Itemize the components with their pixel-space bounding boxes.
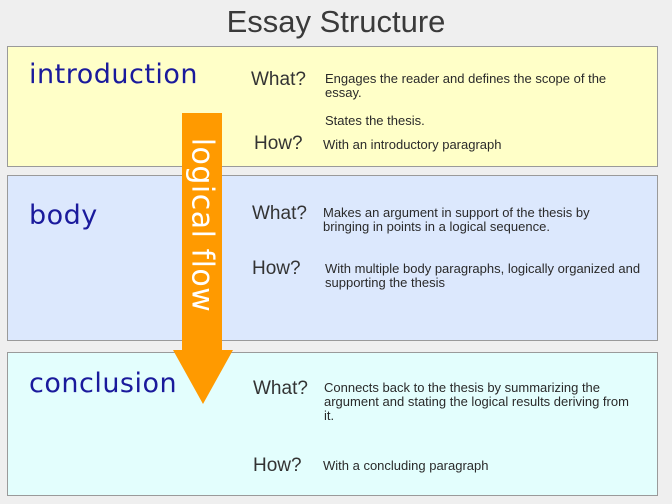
introduction-heading: introduction (29, 59, 199, 90)
introduction-what-text-2: States the thesis. (325, 113, 425, 128)
conclusion-how-label: How? (253, 455, 302, 476)
introduction-how-text: With an introductory paragraph (323, 137, 502, 152)
introduction-section: introduction What? Engages the reader an… (7, 46, 658, 167)
body-what-label: What? (252, 203, 307, 224)
conclusion-section: conclusion What? Connects back to the th… (7, 352, 658, 496)
introduction-what-text: Engages the reader and defines the scope… (325, 71, 607, 100)
logical-flow-label: logical flow (184, 137, 220, 313)
conclusion-heading: conclusion (29, 368, 178, 399)
body-heading: body (29, 200, 98, 231)
conclusion-what-label: What? (253, 378, 308, 399)
introduction-what-label: What? (251, 69, 306, 90)
conclusion-how-text: With a concluding paragraph (323, 458, 489, 473)
body-how-label: How? (252, 258, 301, 279)
conclusion-what-text: Connects back to the thesis by summarizi… (324, 380, 629, 423)
body-how-text: With multiple body paragraphs, logically… (325, 261, 641, 290)
introduction-how-label: How? (254, 133, 303, 154)
body-what-text: Makes an argument in support of the thes… (323, 205, 590, 234)
arrow-shape (173, 113, 233, 404)
diagram-title: Essay Structure (226, 4, 446, 39)
body-section: body What? Makes an argument in support … (7, 175, 658, 341)
